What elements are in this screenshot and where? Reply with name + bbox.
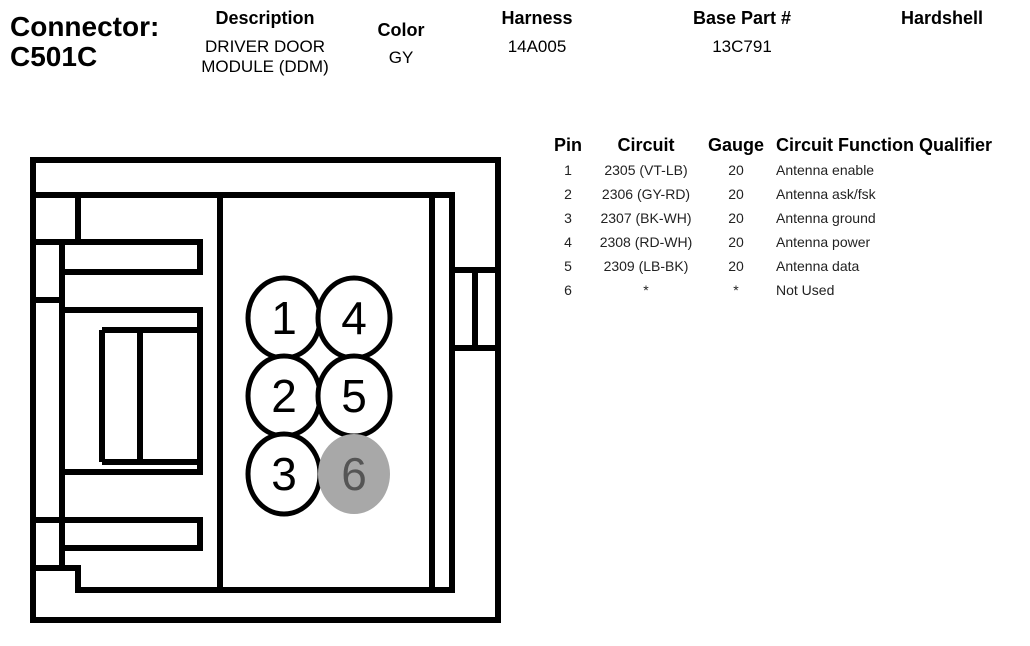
pin-table: Pin Circuit Gauge Circuit Function Quali…: [546, 132, 992, 302]
table-row: 2 2306 (GY-RD) 20 Antenna ask/fsk: [546, 182, 992, 206]
pin-1: 1: [245, 275, 323, 361]
cell-function: Antenna ask/fsk: [776, 186, 876, 202]
pin-6: 6: [318, 434, 390, 514]
cell-pin: 6: [564, 282, 572, 298]
cell-gauge: 20: [728, 186, 744, 202]
cell-gauge: 20: [728, 234, 744, 250]
pin-4: 4: [315, 275, 393, 361]
cell-gauge: 20: [728, 258, 744, 274]
table-row: 4 2308 (RD-WH) 20 Antenna power: [546, 230, 992, 254]
table-row: 1 2305 (VT-LB) 20 Antenna enable: [546, 158, 992, 182]
pin-number: 6: [341, 448, 367, 500]
harness-value: 14A005: [507, 37, 567, 56]
cell-circuit: 2309 (LB-BK): [603, 258, 689, 274]
col-function: Circuit Function Qualifier: [776, 134, 993, 155]
pin-circle: [318, 434, 390, 514]
cell-circuit: 2307 (BK-WH): [600, 210, 692, 226]
pin-5: 5: [315, 353, 393, 439]
pin-number: 4: [341, 292, 367, 344]
description-line-1: DRIVER DOOR: [205, 37, 325, 56]
cell-pin: 5: [564, 258, 572, 274]
table-row: 6 * * Not Used: [546, 278, 992, 302]
cell-gauge: *: [733, 282, 739, 298]
connector-label: Connector:: [10, 11, 160, 42]
description-block: Description DRIVER DOOR MODULE (DDM): [180, 8, 350, 77]
hardshell-block: Hardshell: [882, 8, 1002, 28]
col-circuit: Circuit: [617, 134, 675, 155]
pin-2: 2: [245, 353, 323, 439]
cell-gauge: 20: [728, 162, 744, 178]
base-part-block: Base Part # 13C791: [662, 8, 822, 57]
cell-pin: 2: [564, 186, 572, 202]
col-pin: Pin: [553, 134, 582, 155]
pin-number: 5: [341, 370, 367, 422]
cell-circuit: 2305 (VT-LB): [604, 162, 688, 178]
cell-pin: 1: [564, 162, 572, 178]
table-row: 5 2309 (LB-BK) 20 Antenna data: [546, 254, 992, 278]
color-label: Color: [377, 20, 425, 40]
cell-circuit: 2306 (GY-RD): [601, 186, 691, 202]
cell-function: Antenna enable: [776, 162, 875, 178]
right-latch: [449, 195, 498, 590]
pin-number: 3: [271, 448, 297, 500]
hardshell-label: Hardshell: [900, 8, 984, 28]
cell-function: Not Used: [776, 282, 835, 298]
pin-number: 1: [271, 292, 297, 344]
cell-circuit: *: [643, 282, 649, 298]
table-header-row: Pin Circuit Gauge Circuit Function Quali…: [546, 132, 992, 158]
connector-id: C501C: [10, 41, 98, 72]
harness-label: Harness: [501, 8, 573, 28]
left-latch: [30, 239, 203, 571]
cell-gauge: 20: [728, 210, 744, 226]
cell-pin: 3: [564, 210, 572, 226]
cell-function: Antenna data: [776, 258, 860, 274]
pin-cavity-frame: [217, 192, 435, 593]
cell-function: Antenna ground: [776, 210, 876, 226]
base-part-label: Base Part #: [692, 8, 792, 28]
description-line-2: MODULE (DDM): [201, 57, 329, 76]
color-value: GY: [388, 48, 414, 67]
col-gauge: Gauge: [707, 134, 764, 155]
table-row: 3 2307 (BK-WH) 20 Antenna ground: [546, 206, 992, 230]
cell-pin: 4: [564, 234, 572, 250]
connector-title: Connector: C501C: [10, 12, 159, 72]
pin-3: 3: [245, 431, 323, 517]
cell-circuit: 2308 (RD-WH): [599, 234, 693, 250]
color-block: Color GY: [365, 20, 437, 68]
cell-function: Antenna power: [776, 234, 871, 250]
pin-number: 2: [271, 370, 297, 422]
harness-block: Harness 14A005: [477, 8, 597, 57]
description-label: Description: [215, 8, 315, 28]
base-part-value: 13C791: [712, 37, 772, 56]
